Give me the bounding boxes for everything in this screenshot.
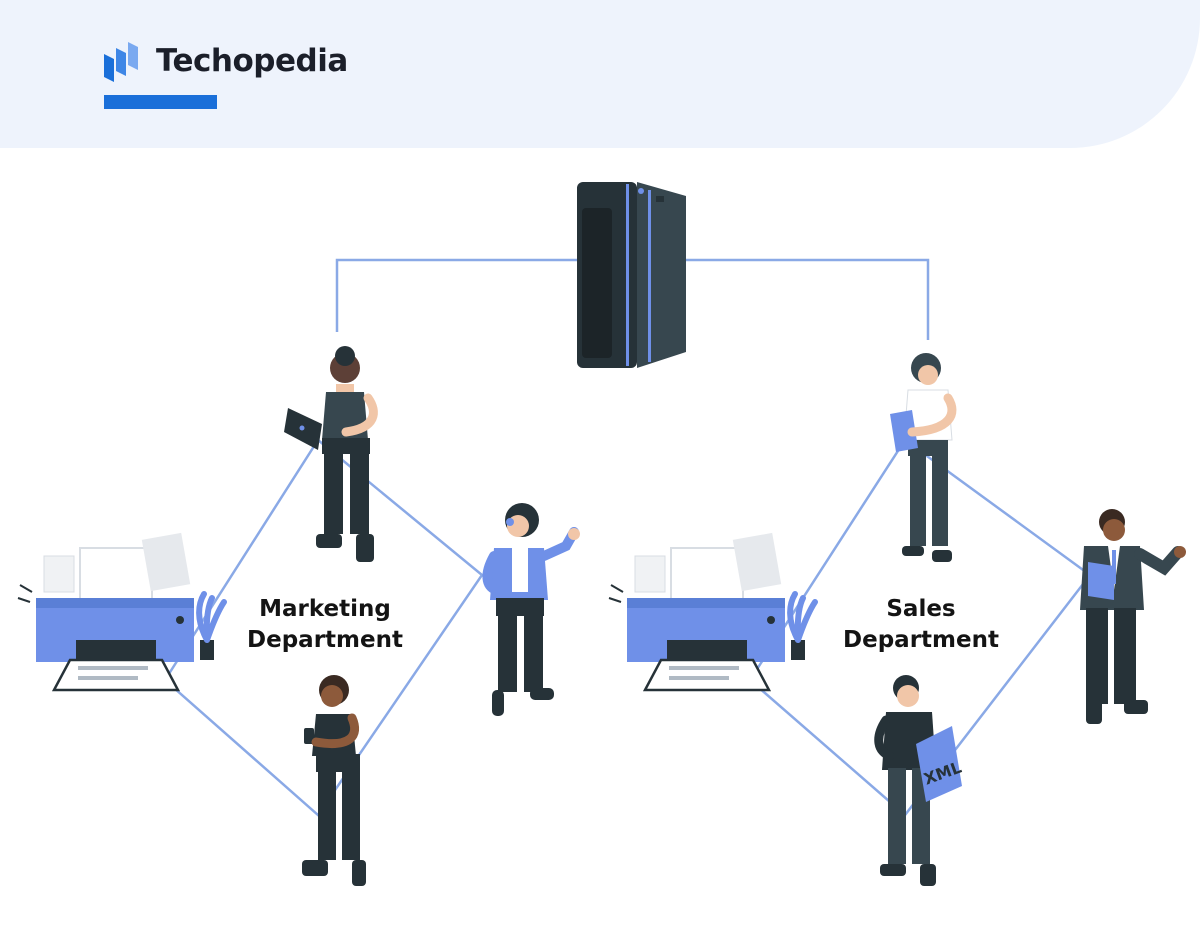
server-tower: [577, 182, 686, 368]
marketing-label-line2: Department: [247, 627, 403, 653]
sales-label-line1: Sales: [886, 596, 956, 622]
printer-marketing: [17, 532, 227, 692]
header-band: [0, 0, 1200, 148]
sales-department-label: Sales Department: [826, 594, 1016, 656]
sales-label-line2: Department: [843, 627, 999, 653]
brand: Techopedia: [104, 40, 348, 82]
marketing-department-label: Marketing Department: [230, 594, 420, 656]
printer-sales: [608, 532, 818, 692]
brand-underline: [104, 95, 217, 109]
server-link-sales: [686, 258, 930, 340]
person-suit: [1080, 509, 1186, 724]
person-laptop: [284, 346, 378, 562]
person-clipboard: [890, 353, 957, 562]
server-link-marketing: [335, 258, 578, 332]
person-headset: [482, 503, 580, 716]
person-phone: [302, 675, 366, 886]
techopedia-logo-icon: [104, 42, 138, 82]
marketing-label-line1: Marketing: [259, 596, 391, 622]
brand-name: Techopedia: [156, 43, 348, 79]
person-xml-file: XML: [874, 675, 964, 886]
